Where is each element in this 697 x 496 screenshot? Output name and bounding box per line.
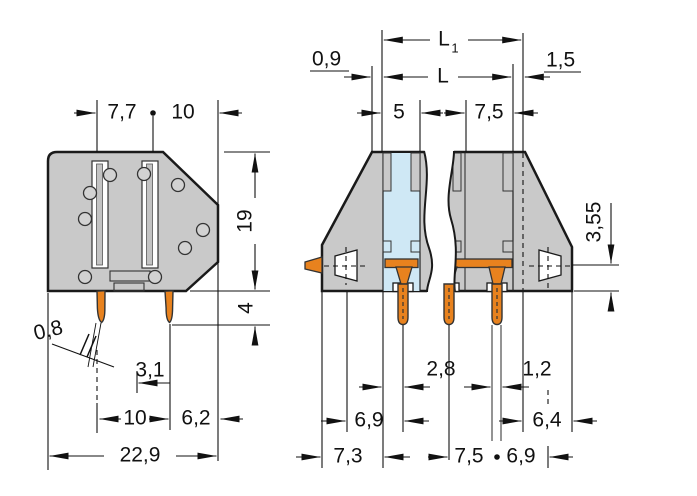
- dim-4: 4: [235, 302, 258, 314]
- dim-7-5-top: 7,5: [474, 101, 503, 124]
- dim-3-55: 3,55: [583, 202, 606, 243]
- dimension-point: [494, 454, 500, 460]
- dim-5: 5: [393, 101, 405, 124]
- break-edges: [423, 150, 457, 293]
- dim-19: 19: [234, 209, 257, 232]
- dim-6-9-left: 6,9: [354, 409, 383, 432]
- dim-22-9: 22,9: [120, 444, 161, 467]
- dim-L1: L: [438, 28, 450, 51]
- dim-6-2: 6,2: [181, 407, 210, 430]
- dim-7-3: 7,3: [333, 445, 362, 468]
- dim-3-1: 3,1: [135, 359, 164, 382]
- side-view-solder-pins: [96, 290, 174, 324]
- dim-6-9-right: 6,9: [506, 445, 535, 468]
- dim-L: L: [437, 65, 449, 88]
- dimensions-left-figure: 7,7 10 19 4 0,8 3,1: [31, 100, 270, 470]
- front-view-figure: [304, 150, 574, 326]
- dimension-point: [150, 110, 156, 116]
- dim-7-7: 7,7: [107, 101, 136, 124]
- side-view-holes: [77, 166, 211, 285]
- side-view-figure: [46, 150, 220, 324]
- dim-2-8: 2,8: [426, 358, 455, 381]
- dim-0-9: 0,9: [312, 48, 341, 71]
- dim-10-top: 10: [171, 101, 194, 124]
- dim-1-2: 1,2: [522, 358, 551, 381]
- dimension-3-55: 3,55: [572, 202, 619, 312]
- dim-L1-subscript: 1: [451, 41, 458, 56]
- clamp-openings: [324, 247, 572, 290]
- dim-10-bottom: 10: [123, 407, 146, 430]
- contact-slots: [382, 152, 514, 253]
- dim-6-4: 6,4: [532, 409, 562, 432]
- dim-7-5-bottom: 7,5: [454, 445, 483, 468]
- pin-thickness-callout: [51, 322, 115, 368]
- side-view-body: [46, 150, 220, 293]
- front-view-solder-pins: [397, 283, 503, 326]
- dim-1-5: 1,5: [546, 49, 575, 72]
- side-view-slots: [91, 160, 159, 292]
- dimensions-right-bottom: 2,8 1,2 6,9 6,4 7,3 7,5 6,9: [296, 292, 597, 468]
- dimensions-right-top: L 1 L 0,9 1,5 5 7,5: [310, 28, 581, 152]
